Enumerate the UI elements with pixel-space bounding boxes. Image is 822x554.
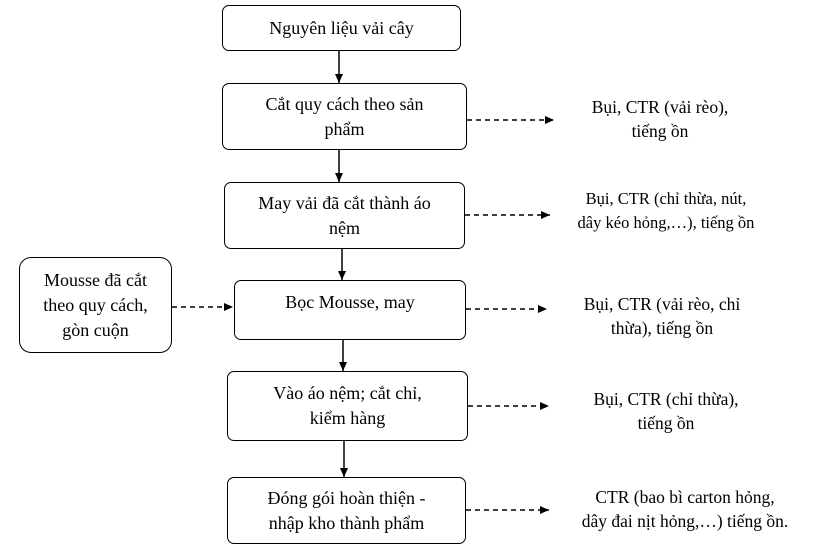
step-text: Vào áo nệm; cắt chỉ, bbox=[273, 383, 422, 403]
output-note-4: Bụi, CTR (chỉ thừa), tiếng ồn bbox=[566, 387, 766, 435]
step-text: Nguyên liệu vải cây bbox=[269, 17, 414, 38]
input-text: gòn cuộn bbox=[62, 319, 129, 340]
input-text: theo quy cách, bbox=[43, 294, 148, 315]
step-text: Đóng gói hoàn thiện - bbox=[267, 487, 426, 508]
input-box: Mousse đã cắt theo quy cách, gòn cuộn bbox=[19, 257, 172, 353]
output-text: Bụi, CTR (vải rèo), bbox=[591, 97, 729, 117]
step-text: kiểm hàng bbox=[309, 408, 386, 428]
output-text: Bụi, CTR (vải rèo, chỉ bbox=[583, 294, 741, 314]
step-box-4: Bọc Mousse, may bbox=[234, 280, 466, 340]
output-text: thừa), tiếng ồn bbox=[610, 318, 714, 338]
output-note-2: Bụi, CTR (chỉ thừa, nút, dây kéo hỏng,…)… bbox=[552, 187, 780, 235]
step-box-5: Vào áo nệm; cắt chỉ, kiểm hàng bbox=[227, 371, 468, 441]
step-text: nhập kho thành phẩm bbox=[268, 512, 425, 533]
output-text: dây kéo hỏng,…), tiếng ồn bbox=[577, 213, 755, 232]
output-text: Bụi, CTR (chỉ thừa, nút, bbox=[585, 189, 747, 208]
output-text: dây đai nịt hỏng,…) tiếng ồn. bbox=[581, 511, 789, 531]
output-text: tiếng ồn bbox=[637, 413, 695, 433]
step-box-3: May vải đã cắt thành áo nệm bbox=[224, 182, 465, 249]
step-box-6: Đóng gói hoàn thiện - nhập kho thành phẩ… bbox=[227, 477, 466, 544]
output-text: CTR (bao bì carton hỏng, bbox=[595, 487, 775, 507]
step-box-1: Nguyên liệu vải cây bbox=[222, 5, 461, 51]
output-text: tiếng ồn bbox=[631, 121, 689, 141]
output-note-5: CTR (bao bì carton hỏng, dây đai nịt hỏn… bbox=[554, 485, 816, 533]
step-text: phẩm bbox=[324, 118, 365, 139]
step-box-2: Cắt quy cách theo sản phẩm bbox=[222, 83, 467, 150]
step-text: Bọc Mousse, may bbox=[285, 292, 415, 312]
output-note-3: Bụi, CTR (vải rèo, chỉ thừa), tiếng ồn bbox=[552, 292, 772, 340]
step-text: Cắt quy cách theo sản bbox=[265, 93, 424, 114]
step-text: nệm bbox=[329, 217, 360, 238]
input-text: Mousse đã cắt bbox=[44, 269, 147, 290]
output-text: Bụi, CTR (chỉ thừa), bbox=[593, 389, 739, 409]
output-note-1: Bụi, CTR (vải rèo), tiếng ồn bbox=[560, 95, 760, 143]
step-text: May vải đã cắt thành áo bbox=[258, 192, 431, 213]
